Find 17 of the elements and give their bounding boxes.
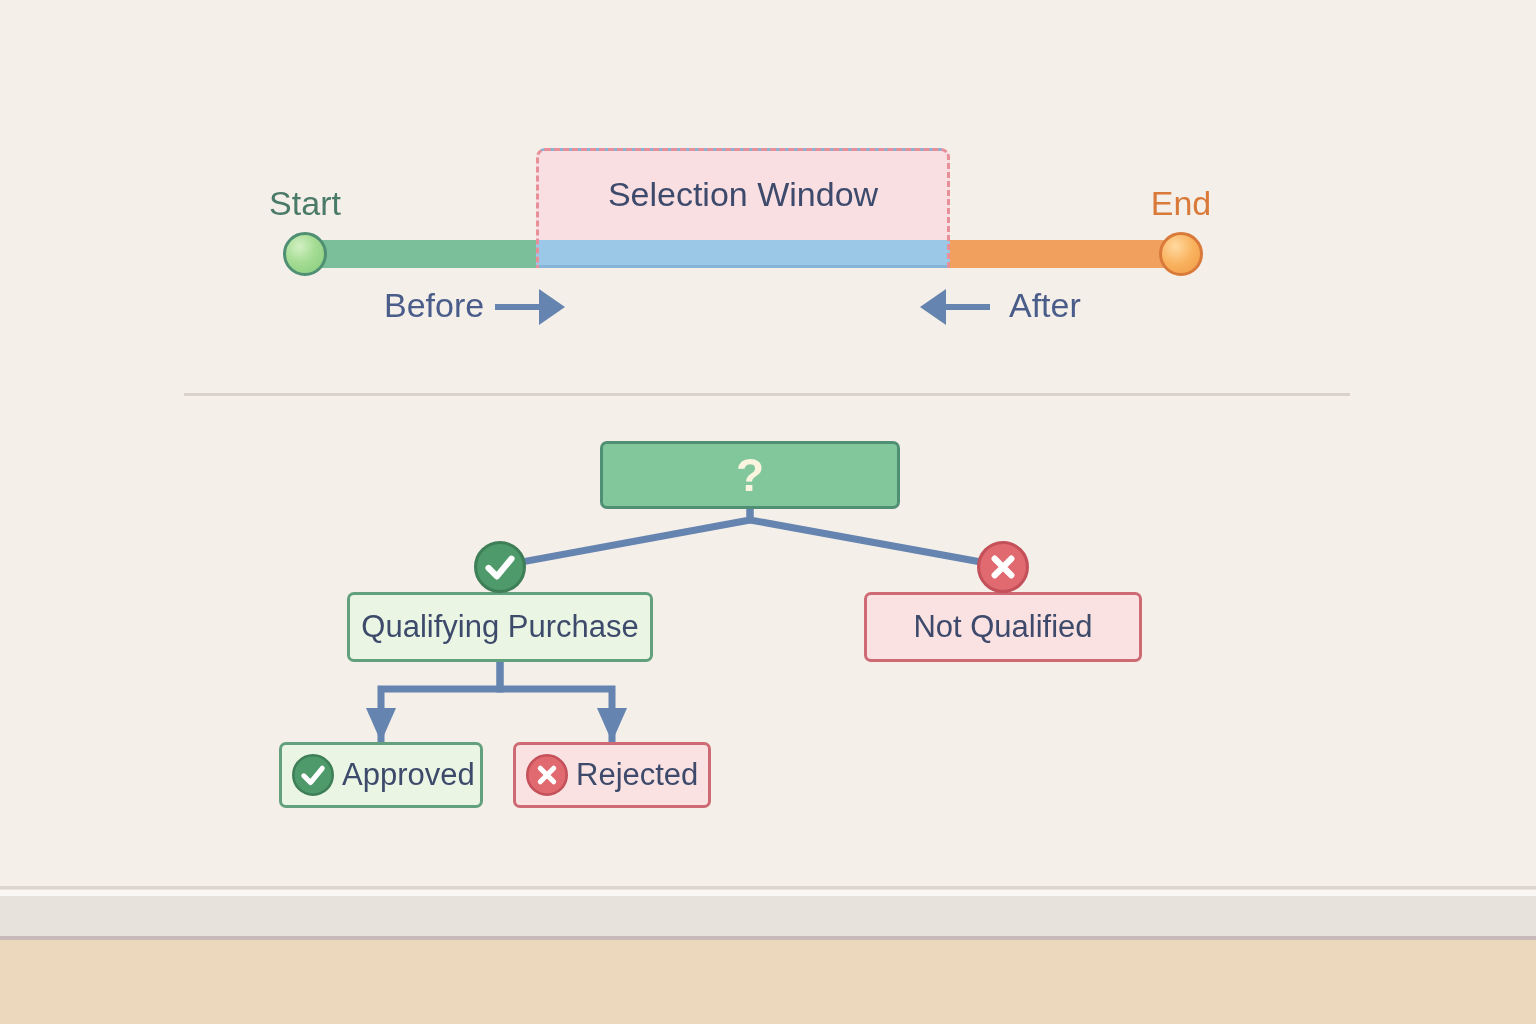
node-text: Qualifying Purchase: [361, 609, 639, 645]
selection-window: [536, 148, 950, 268]
node-text: Not Qualified: [913, 609, 1093, 645]
timeline-bar: [950, 240, 1164, 268]
question-text: ?: [735, 448, 765, 502]
window-label: Selection Window: [607, 175, 879, 214]
timeline-label: Before: [384, 286, 485, 325]
endpoint-label: End: [1150, 184, 1212, 223]
node-text: Approved: [342, 757, 475, 793]
outcome-box: [279, 742, 483, 808]
outcome-box: [513, 742, 711, 808]
timeline-bar: [322, 240, 536, 268]
decision-box: [600, 441, 900, 509]
node-text: Rejected: [576, 757, 699, 793]
endpoint-label: Start: [269, 184, 341, 223]
timeline-label: After: [1009, 286, 1081, 325]
arrow: [496, 662, 627, 742]
